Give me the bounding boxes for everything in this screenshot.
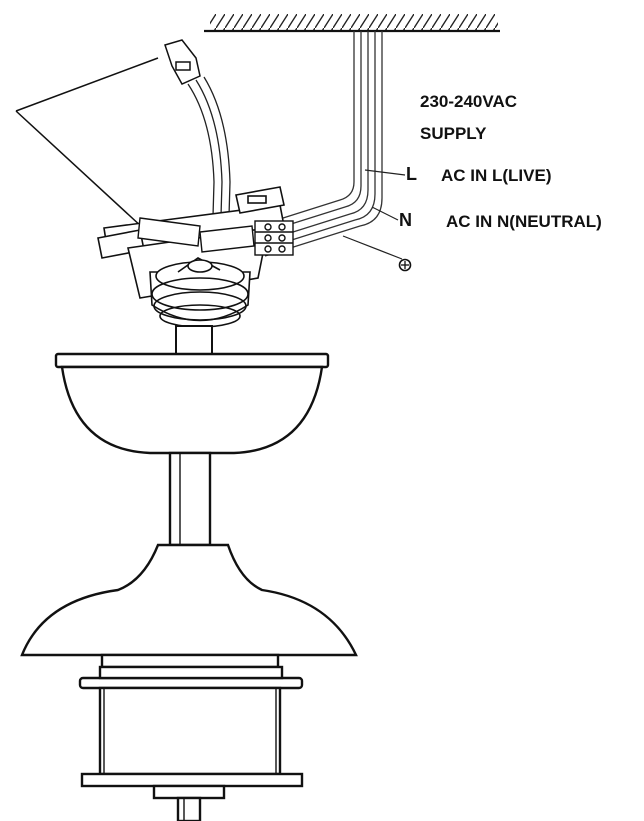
ceiling — [204, 14, 500, 33]
wire-connectors — [137, 217, 255, 253]
terminal-n-label: N — [399, 210, 412, 230]
canopy — [54, 352, 330, 455]
terminal-l-label: L — [406, 164, 417, 184]
downrod-top — [175, 325, 213, 357]
leader-neutral — [371, 206, 399, 221]
motor-cover — [20, 543, 358, 657]
supply-cable — [244, 31, 383, 257]
leader-lines — [342, 169, 406, 260]
hanger-ball — [149, 257, 251, 328]
downrod — [168, 451, 212, 547]
motor-wires — [187, 76, 231, 251]
leader-live — [364, 169, 406, 176]
supply-voltage-label: 230-240VAC — [420, 92, 518, 111]
terminal-block — [254, 220, 294, 256]
neutral-description-label: AC IN N(NEUTRAL) — [446, 212, 602, 231]
earth-ground-icon — [398, 258, 412, 272]
leader-ground — [342, 235, 403, 260]
plug-connector — [15, 39, 201, 229]
motor — [78, 653, 304, 821]
supply-label: SUPPLY — [420, 124, 487, 143]
live-description-label: AC IN L(LIVE) — [441, 166, 552, 185]
